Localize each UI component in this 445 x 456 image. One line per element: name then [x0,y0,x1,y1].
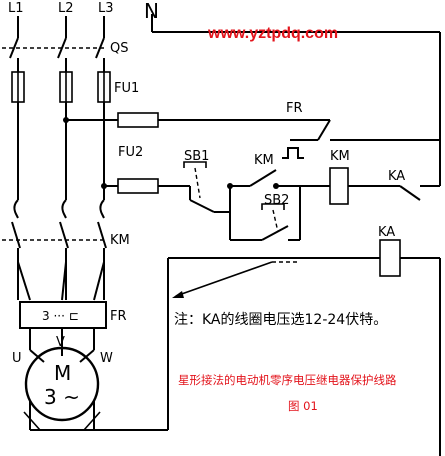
motor-terminal-u: U [12,351,22,366]
ka-coil [167,239,441,456]
motor-phase: 3 ~ [44,385,80,409]
label-ka-contact: KA [388,169,405,184]
sb1-button [183,161,230,213]
website-url: www.yztpdq.com [207,25,338,42]
sb2-button [230,186,301,241]
label-neutral: N [144,0,159,23]
label-km-holding: KM [254,153,274,168]
label-fr-contact: FR [286,101,303,116]
fuse-fu2 [117,112,318,194]
phase-lines [2,16,105,72]
label-fr-main: FR [110,309,127,324]
fuse-fu1 [11,71,111,103]
label-fu1: FU1 [114,81,139,96]
control-taps [63,117,118,189]
figure-label: 图 01 [288,399,318,413]
motor-symbol: M [54,361,71,385]
fr-contact [282,119,440,159]
star-point [23,400,168,431]
label-sb2: SB2 [264,193,289,208]
label-km-coil: KM [330,149,350,164]
label-ka-coil: KA [378,225,395,240]
label-fu2: FU2 [118,145,143,160]
km-coil [329,167,370,205]
fr-relay-label: 3 ··· ⊏ [42,309,79,323]
label-sb1: SB1 [184,149,209,164]
km-holding-contact [227,169,330,240]
label-l2: L2 [58,1,74,16]
ka-contact [370,185,440,201]
note-text: 注：KA的线圈电压选12-24伏特。 [174,312,387,328]
label-l1: L1 [8,1,24,16]
label-qs: QS [110,41,128,56]
motor [24,346,100,422]
motor-leads [29,328,95,363]
figure-caption: 星形接法的电动机零序电压继电器保护线路 [178,373,397,387]
note-arrow [172,261,300,298]
motor-terminal-v: V [56,335,65,350]
neutral-line [151,14,441,186]
label-km-main: KM [110,233,130,248]
phase-lines-mid [2,102,107,301]
motor-terminal-w: W [100,351,113,366]
label-l3: L3 [98,1,114,16]
